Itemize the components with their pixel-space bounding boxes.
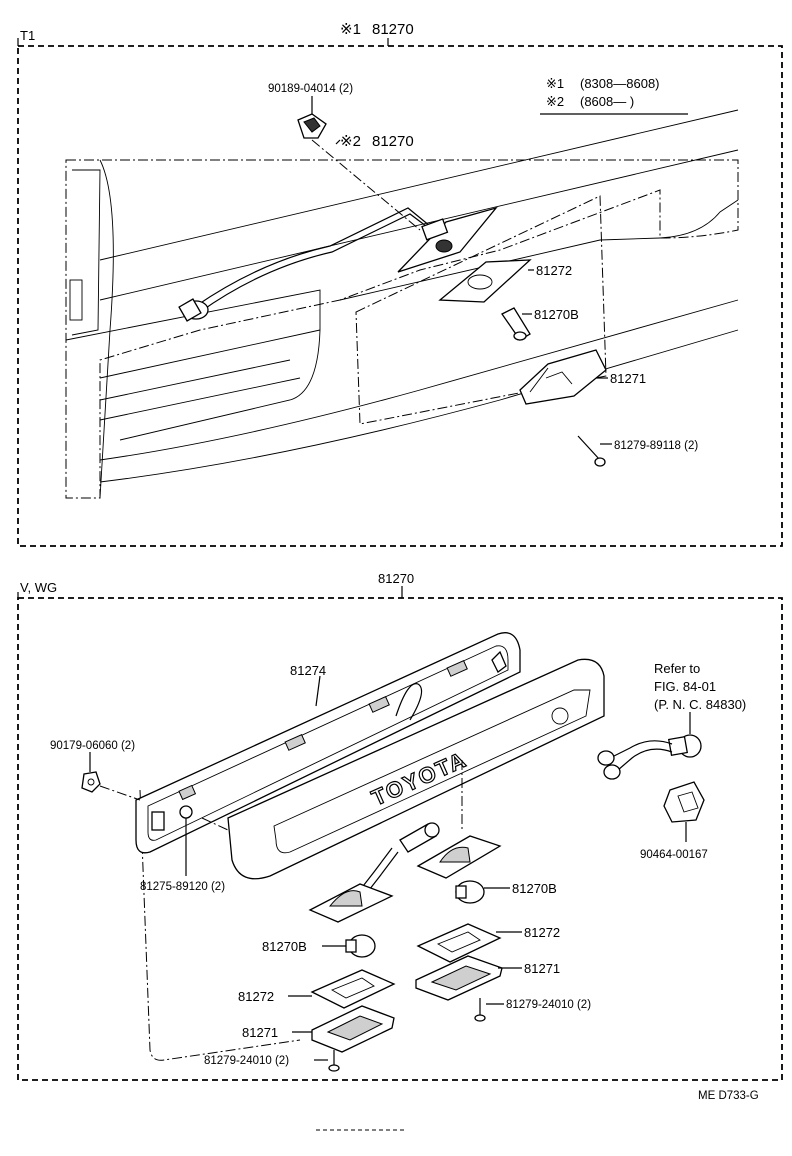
t1-door-outline (65, 159, 739, 499)
vwg-gasket-left (310, 969, 396, 1009)
vwg-frame (17, 597, 783, 1081)
vwg-bulb-right (455, 880, 485, 904)
vwg-lamp-base-left (308, 883, 394, 923)
vwg-clip-90464 (663, 781, 705, 823)
vwg-refer-line-2: FIG. 84-01 (654, 679, 716, 694)
vwg-door-outline (139, 789, 301, 1061)
vwg-label-90179: 90179-06060 (2) (50, 740, 135, 752)
vwg-ref-harness (597, 734, 702, 780)
t1-legend-range-2: (8608— ) (580, 94, 634, 109)
t1-legend-mark-2: ※2 (546, 94, 564, 109)
t1-frame (17, 45, 783, 547)
t1-gasket-81272 (438, 259, 532, 303)
vwg-refer-line-3: (P. N. C. 84830) (654, 697, 746, 712)
vwg-label-81275: 81275-89120 (2) (140, 881, 225, 893)
vwg-assy-label: 81270 (378, 571, 414, 586)
vwg-label-81279-left: 81279-24010 (2) (204, 1055, 289, 1067)
vwg-socket (359, 822, 440, 895)
vwg-lamp-base-right (416, 835, 502, 879)
footer-code: ME D733-G (698, 1090, 759, 1102)
t1-legend-mark-1: ※1 (546, 76, 564, 91)
t1-lens-81271 (519, 349, 607, 405)
t1-plate-area (355, 195, 607, 425)
t1-legend-range-1: (8308—8608) (580, 76, 660, 91)
section-vwg: V, WG 81270 81274 TOYOTA (17, 571, 783, 1081)
t1-label-81272: 81272 (536, 263, 572, 278)
vwg-label-81272-left: 81272 (238, 989, 274, 1004)
t1-section-label: T1 (20, 28, 35, 43)
vwg-screw-right (474, 998, 486, 1022)
t1-label-81271: 81271 (610, 371, 646, 386)
vwg-section-label: V, WG (20, 580, 57, 595)
t1-lamp-base (397, 206, 498, 273)
vwg-label-81270b-right: 81270B (512, 881, 557, 896)
vwg-nut-90179 (81, 771, 101, 793)
t1-clip-90189 (297, 96, 327, 139)
vwg-label-81279-right: 81279-24010 (2) (506, 999, 591, 1011)
t1-label-90189: 90189-04014 (2) (268, 83, 353, 95)
vwg-label-81272-right: 81272 (524, 925, 560, 940)
vwg-clip-81275 (179, 805, 193, 819)
t1-assy-top-num: 81270 (372, 21, 414, 38)
t1-assy-mid-mark: ※2 (340, 133, 361, 150)
section-t1: T1 ※1 81270 ※1 (8308—8608) ※2 (8608— ) (17, 21, 783, 547)
vwg-bulb-left (345, 934, 376, 958)
vwg-lens-left (311, 1005, 395, 1053)
vwg-label-81274: 81274 (290, 663, 326, 678)
t1-bulb-81270b (501, 307, 531, 341)
vwg-garnish: TOYOTA (227, 658, 605, 880)
t1-connector (178, 298, 209, 322)
vwg-label-81271-right: 81271 (524, 961, 560, 976)
vwg-label-90464: 90464-00167 (640, 849, 708, 861)
vwg-label-81271-left: 81271 (242, 1025, 278, 1040)
vwg-gasket-right (416, 923, 502, 963)
t1-assy-top-mark: ※1 (340, 21, 361, 38)
vwg-lens-right (415, 955, 503, 1001)
vwg-screw-left (328, 1050, 340, 1072)
vwg-refer-line-1: Refer to (654, 661, 700, 676)
t1-label-81279: 81279-89118 (2) (614, 440, 698, 452)
t1-label-81270b: 81270B (534, 307, 579, 322)
vwg-frame-81274 (135, 632, 521, 854)
t1-assy-mid-num: 81270 (372, 133, 414, 150)
t1-harness (195, 207, 431, 307)
t1-screw-81279 (577, 435, 606, 467)
vwg-label-81270b-left: 81270B (262, 939, 307, 954)
